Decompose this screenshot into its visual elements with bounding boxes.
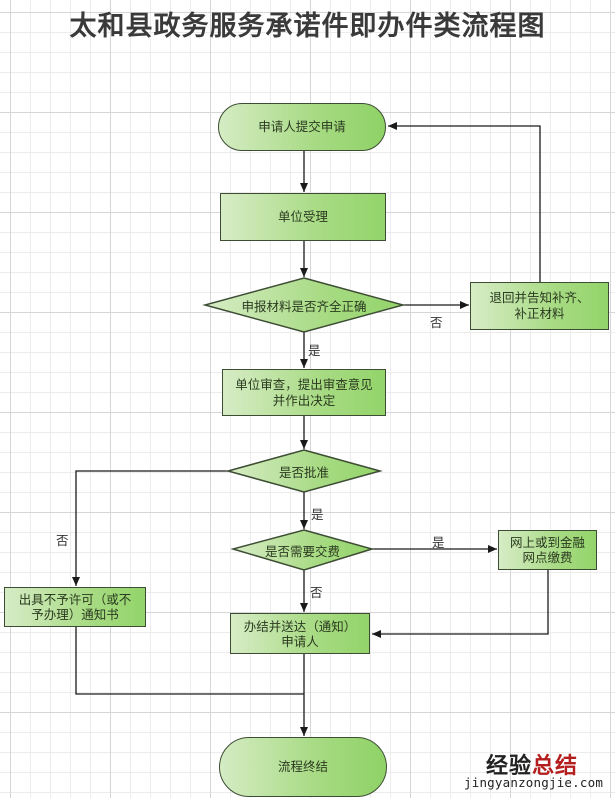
decision-check-materials[interactable]: 申报材料是否齐全正确 — [205, 278, 403, 332]
decision-check-materials-label: 申报材料是否齐全正确 — [241, 298, 367, 314]
return-materials-label: 退回并告知补齐、补正材料 — [489, 290, 590, 321]
end-node[interactable]: 流程终结 — [219, 737, 387, 797]
reject-notice-label: 出具不予许可（或不予办理）通知书 — [18, 592, 132, 622]
accept-node[interactable]: 单位受理 — [220, 193, 386, 241]
pay-node-label: 网上或到金融网点缴费 — [509, 535, 585, 565]
accept-node-label: 单位受理 — [277, 209, 328, 224]
edge-label-approve-no: 否 — [56, 533, 69, 548]
edge-approve-reject — [72, 470, 228, 586]
edge-label-approve-yes: 是 — [311, 507, 324, 522]
complete-node-label: 办结并送达（通知）申请人 — [243, 618, 357, 649]
edge-label-materials-yes: 是 — [308, 343, 321, 358]
diagram-title: 太和县政务服务承诺件即办件类流程图 — [69, 11, 546, 42]
edge-pay-complete — [372, 570, 549, 638]
decision-check-materials-shape — [202, 277, 406, 333]
edge-reject-end — [75, 627, 304, 695]
reject-notice-node[interactable]: 出具不予许可（或不予办理）通知书 — [4, 587, 146, 627]
start-node[interactable]: 申请人提交申请 — [218, 103, 386, 151]
review-node[interactable]: 单位审查，提出审查意见并作出决定 — [222, 369, 386, 416]
return-materials-node[interactable]: 退回并告知补齐、补正材料 — [470, 282, 609, 330]
decision-approve-shape — [225, 449, 383, 493]
start-node-label: 申请人提交申请 — [258, 119, 346, 134]
watermark-logo: 经验总结 — [486, 748, 578, 780]
review-node-label: 单位审查，提出审查意见并作出决定 — [235, 376, 373, 408]
edge-return-start — [388, 122, 541, 282]
decision-approve-label: 是否批准 — [278, 464, 329, 480]
edge-label-materials-no: 否 — [430, 315, 443, 330]
complete-node[interactable]: 办结并送达（通知）申请人 — [230, 613, 370, 654]
edge-label-fee-no: 否 — [310, 585, 323, 600]
watermark-url: jingyanzongjie.com — [464, 775, 604, 790]
decision-approve[interactable]: 是否批准 — [228, 450, 380, 492]
decision-need-fee-shape — [230, 529, 375, 571]
watermark-text-part1: 经验 — [486, 754, 533, 779]
end-node-label: 流程终结 — [277, 759, 328, 774]
watermark-text-part2: 总结 — [532, 754, 579, 779]
pay-node[interactable]: 网上或到金融网点缴费 — [498, 530, 597, 570]
decision-need-fee-label: 是否需要交费 — [264, 543, 340, 559]
edge-label-fee-yes: 是 — [432, 535, 445, 550]
decision-need-fee[interactable]: 是否需要交费 — [233, 530, 372, 570]
